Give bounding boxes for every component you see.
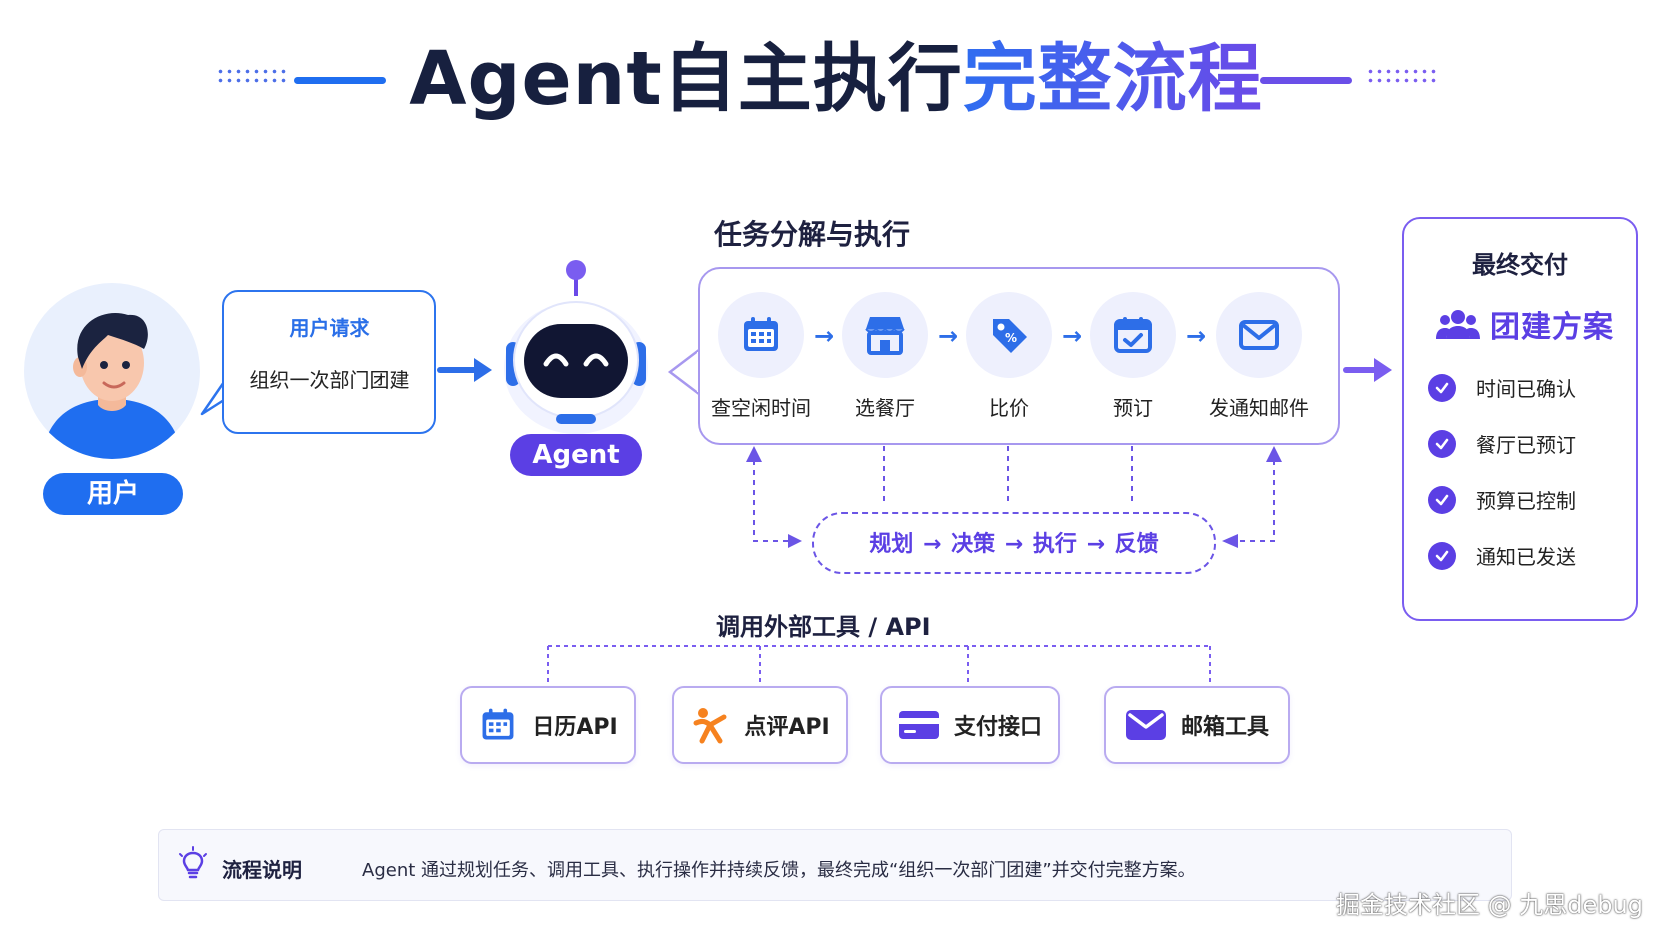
check-icon (1428, 541, 1456, 570)
final-item-text: 通知已发送 (1476, 545, 1576, 569)
tool-mail: 邮箱工具 (1104, 686, 1290, 764)
final-item: 预算已控制 (1428, 485, 1638, 514)
team-icon (1436, 310, 1480, 339)
loop-arrow-icon: → (923, 532, 952, 557)
arrow-request-to-agent (437, 358, 492, 382)
user-label: 用户 (43, 473, 183, 515)
step-circle (718, 292, 804, 378)
note-title: 流程说明 (222, 858, 302, 882)
agent-label: Agent (510, 434, 642, 476)
final-item: 通知已发送 (1428, 541, 1638, 570)
svg-text:%: % (1005, 331, 1017, 345)
agent-robot-icon (504, 260, 648, 434)
request-title: 用户请求 (289, 316, 370, 340)
arrow-task-to-final (1343, 358, 1392, 382)
note-text: Agent 通过规划任务、调用工具、执行操作并持续反馈，最终完成“组织一次部门团… (362, 860, 1196, 881)
step-circle: % (966, 292, 1052, 378)
tool-label: 邮箱工具 (1180, 715, 1269, 740)
task-box-pointer (667, 347, 701, 397)
tool-dianping-api: 点评API (672, 686, 848, 764)
loop-plan: 规划 (869, 532, 914, 557)
final-item-text: 时间已确认 (1476, 377, 1576, 401)
tool-calendar-api: 日历API (460, 686, 636, 764)
step-circle (842, 292, 928, 378)
title-deco-line-right (1260, 77, 1352, 84)
tool-label: 点评API (744, 715, 830, 740)
task-section-title: 任务分解与执行 (714, 218, 911, 251)
loop-feedback: 反馈 (1114, 532, 1159, 557)
final-plan: 团建方案 (1420, 302, 1630, 346)
step-send-email: 发通知邮件 (1199, 292, 1319, 421)
step-arrow-icon: → (1062, 322, 1083, 350)
credit-card-icon (898, 711, 939, 739)
title-part-2: 完整流程 (962, 36, 1263, 122)
final-item: 时间已确认 (1428, 373, 1638, 402)
step-check-free-time: 查空闲时间 (701, 292, 821, 421)
loop-pill (812, 512, 1216, 574)
loop-cycle: 规划 → 决策 → 执行 → 反馈 (812, 526, 1216, 558)
request-text: 组织一次部门团建 (249, 368, 410, 392)
check-icon (1428, 485, 1456, 514)
calendar-icon (744, 317, 778, 351)
step-label: 发通知邮件 (1209, 396, 1309, 420)
final-item-text: 预算已控制 (1476, 489, 1576, 513)
tool-label: 支付接口 (953, 715, 1042, 740)
step-label: 查空闲时间 (711, 396, 811, 420)
final-item-text: 餐厅已预订 (1476, 433, 1576, 457)
step-arrow-icon: → (938, 322, 959, 350)
loop-decide: 决策 (951, 532, 996, 557)
user-avatar (24, 283, 200, 459)
step-circle (1090, 292, 1176, 378)
step-label: 预订 (1113, 396, 1153, 420)
calendar-icon (482, 708, 514, 740)
step-arrow-icon: → (1186, 322, 1207, 350)
request-bubble (222, 290, 436, 434)
lightbulb-icon (179, 846, 207, 879)
price-tag-icon: % (993, 319, 1027, 353)
step-book: 预订 (1073, 292, 1193, 421)
final-plan-label: 团建方案 (1490, 310, 1614, 345)
note-box (158, 829, 1512, 901)
calendar-check-icon (1114, 317, 1152, 353)
step-label: 选餐厅 (855, 396, 915, 420)
final-delivery-title: 最终交付 (1472, 251, 1568, 279)
title-part-1: Agent自主执行 (409, 36, 963, 122)
tools-section-title: 调用外部工具 / API (716, 613, 931, 641)
title-deco-dots-right (1366, 67, 1438, 85)
store-icon (865, 317, 905, 355)
step-arrow-icon: → (814, 322, 835, 350)
watermark: 掘金技术社区 @ 九思debug (1336, 891, 1643, 919)
step-choose-restaurant: 选餐厅 (825, 292, 945, 421)
mail-icon (1125, 710, 1166, 740)
title-deco-dots-left (216, 67, 288, 85)
step-circle (1216, 292, 1302, 378)
title-deco-line-left (294, 77, 386, 84)
final-item: 餐厅已预订 (1428, 429, 1638, 458)
dianping-icon (693, 708, 727, 744)
loop-execute: 执行 (1032, 532, 1077, 557)
tool-payment-api: 支付接口 (880, 686, 1060, 764)
tool-label: 日历API (532, 715, 618, 740)
loop-arrow-icon: → (1086, 532, 1115, 557)
loop-arrow-icon: → (1004, 532, 1033, 557)
page-title: Agent自主执行完整流程 (0, 34, 1672, 124)
check-icon (1428, 429, 1456, 458)
mail-icon (1239, 320, 1279, 350)
step-label: 比价 (989, 396, 1029, 420)
check-icon (1428, 373, 1456, 402)
step-compare-price: % 比价 (949, 292, 1069, 421)
